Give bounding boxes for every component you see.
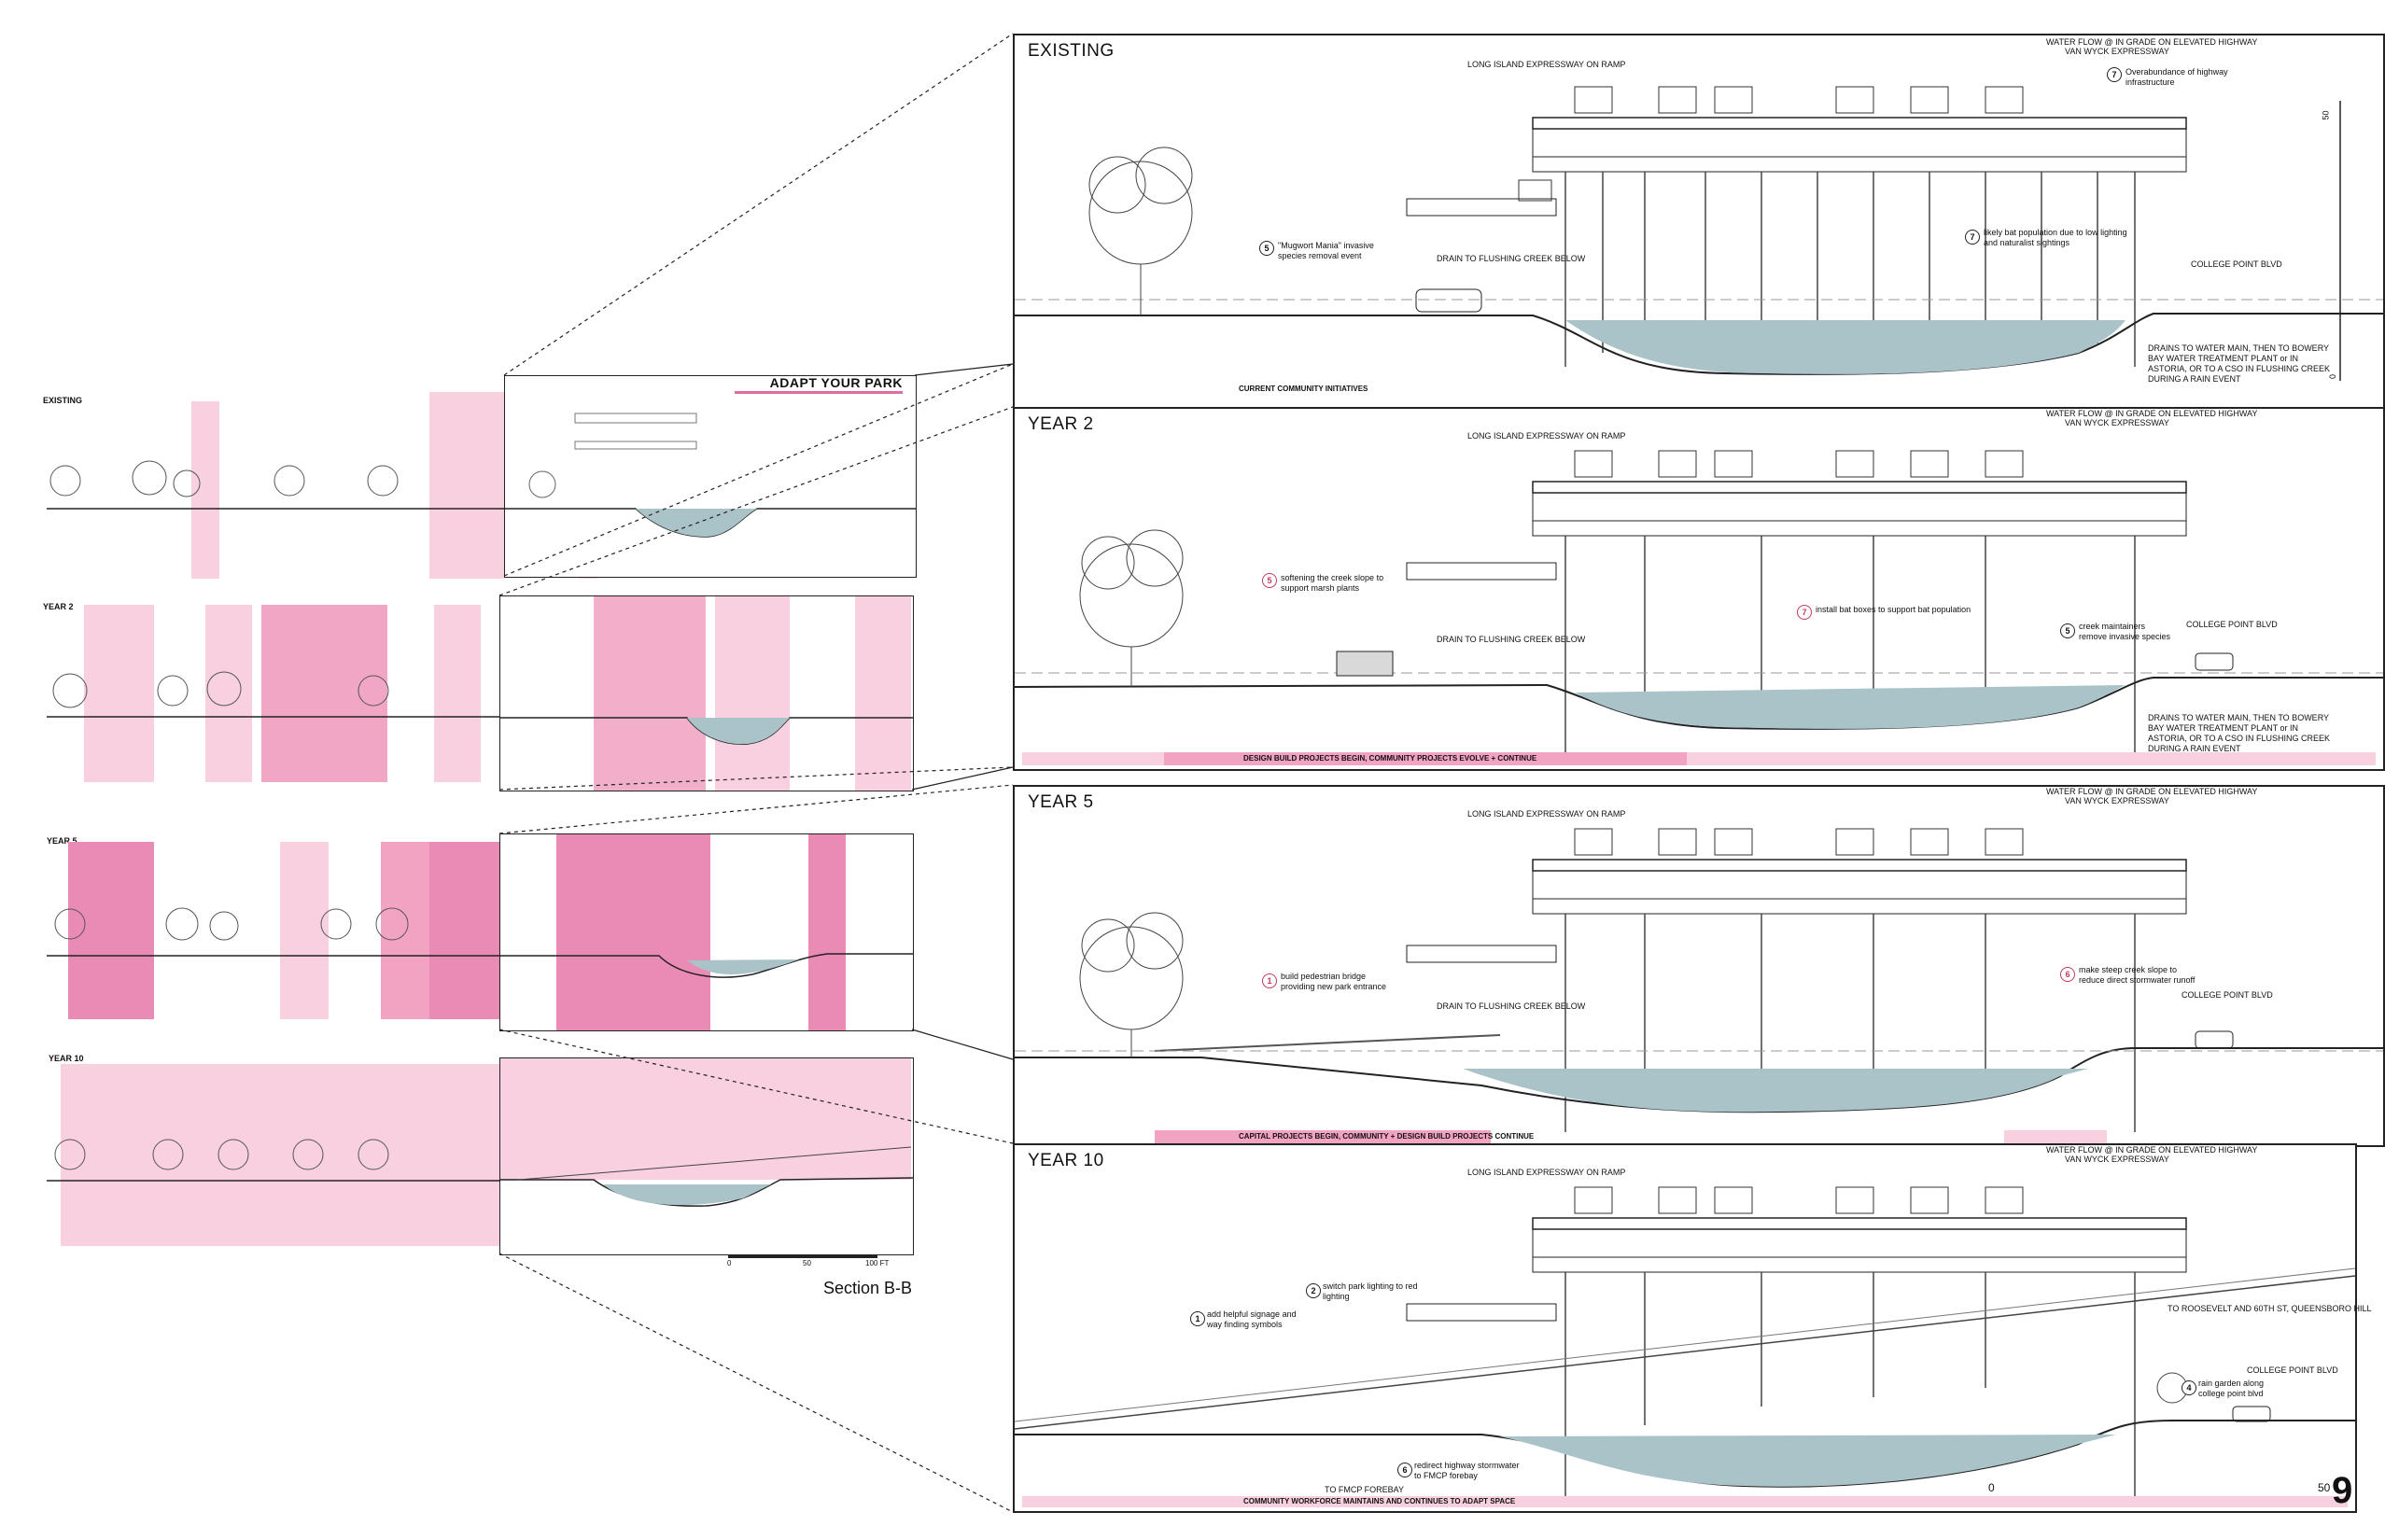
annotation-text: likely bat population due to low lightin… <box>1984 228 2127 247</box>
panel-title: EXISTING <box>1028 41 1115 61</box>
overview-row-label-year5: YEAR 5 <box>47 836 77 846</box>
annotation-number: 2 <box>1306 1283 1321 1298</box>
annotation-text: rain garden along college point blvd <box>2198 1379 2265 1398</box>
section-drawing-year10 <box>1014 1186 2356 1507</box>
annotation-number: 5 <box>1262 573 1277 588</box>
annotation-number: 7 <box>1797 605 1812 620</box>
label-water-flow: WATER FLOW @ IN GRADE ON ELEVATED HIGHWA… <box>2046 409 2258 418</box>
section-drawing-existing <box>1015 86 2383 381</box>
overview-mini-year10 <box>499 1057 914 1255</box>
annotation-number: 4 <box>2182 1380 2196 1395</box>
annotation-number: 6 <box>2060 967 2075 982</box>
panel-existing: EXISTING WATER FLOW @ IN GRADE ON ELEVAT… <box>1013 34 2385 409</box>
label-cpb: COLLEGE POINT BLVD <box>2247 1365 2338 1375</box>
annotation-number: 7 <box>2107 67 2122 82</box>
panel-year10: YEAR 10 WATER FLOW @ IN GRADE ON ELEVATE… <box>1013 1143 2372 1513</box>
timeline-bar-label: COMMUNITY WORKFORCE MAINTAINS AND CONTIN… <box>1243 1497 1516 1505</box>
label-drain: DRAIN TO FLUSHING CREEK BELOW <box>1437 1001 1586 1011</box>
timeline-bar-label: CAPITAL PROJECTS BEGIN, COMMUNITY + DESI… <box>1239 1132 1535 1141</box>
label-lie: LONG ISLAND EXPRESSWAY ON RAMP <box>1467 60 1626 69</box>
annotation-text: install bat boxes to support bat populat… <box>1816 605 1971 614</box>
label-lie: LONG ISLAND EXPRESSWAY ON RAMP <box>1467 809 1626 819</box>
panel-title: YEAR 5 <box>1028 792 1094 812</box>
label-drain: DRAIN TO FLUSHING CREEK BELOW <box>1437 254 1586 263</box>
overview-scale-bar <box>728 1255 877 1258</box>
section-drawing-year2 <box>1014 450 2383 765</box>
label-drain: DRAIN TO FLUSHING CREEK BELOW <box>1437 635 1586 644</box>
label-water-flow: WATER FLOW @ IN GRADE ON ELEVATED HIGHWA… <box>2046 37 2258 47</box>
label-cpb: COLLEGE POINT BLVD <box>2191 259 2282 269</box>
overview-scale-100: 100 FT <box>865 1259 890 1267</box>
overview-row-label-existing: EXISTING <box>43 396 83 405</box>
annotation-number: 7 <box>1965 230 1980 245</box>
annotation-text: redirect highway stormwater to FMCP fore… <box>1414 1461 1520 1480</box>
annotation-text: softening the creek slope to support mar… <box>1281 573 1384 593</box>
overview-scale-0: 0 <box>727 1259 732 1267</box>
section-label: Section B-B <box>823 1279 913 1297</box>
timeline-bar-label: DESIGN BUILD PROJECTS BEGIN, COMMUNITY P… <box>1243 754 1537 763</box>
scale-label-50: 50 <box>2318 1481 2331 1494</box>
label-vwe: VAN WYCK EXPRESSWAY <box>2065 47 2169 56</box>
overview-mini-existing: ADAPT YOUR PARK <box>504 375 917 578</box>
annotation-number: 1 <box>1262 973 1277 988</box>
panel-title: YEAR 10 <box>1028 1151 1104 1170</box>
timeline-bar-label: CURRENT COMMUNITY INITIATIVES <box>1239 385 1368 393</box>
label-to-roosevelt: TO ROOSEVELT AND 60TH ST, QUEENSBORO HIL… <box>2168 1304 2372 1313</box>
overview-scale-50: 50 <box>803 1259 811 1267</box>
label-water-flow: WATER FLOW @ IN GRADE ON ELEVATED HIGHWA… <box>2046 787 2258 796</box>
overview-drawing <box>47 392 597 1246</box>
page-number: 9 <box>2332 1470 2353 1511</box>
adapt-your-park-header: ADAPT YOUR PARK <box>769 375 903 390</box>
label-vwe: VAN WYCK EXPRESSWAY <box>2065 1155 2169 1164</box>
annotation-number: 5 <box>2060 623 2075 638</box>
scale-label-bottom: 0 <box>2328 373 2338 380</box>
annotation-number: 1 <box>1190 1311 1205 1326</box>
overview-row-label-year2: YEAR 2 <box>43 602 74 611</box>
label-drains-to: DRAINS TO WATER MAIN, THEN TO BOWERY BAY… <box>2148 713 2331 753</box>
header-accent-bar <box>735 391 903 394</box>
label-vwe: VAN WYCK EXPRESSWAY <box>2065 796 2169 805</box>
annotation-text: add helpful signage and way finding symb… <box>1207 1309 1297 1329</box>
scale-label-top: 50 <box>2321 110 2331 120</box>
section-drawing-year5 <box>1015 828 2383 1143</box>
label-cpb: COLLEGE POINT BLVD <box>2182 990 2273 1000</box>
panel-year2: YEAR 2 WATER FLOW @ IN GRADE ON ELEVATED… <box>1013 407 2385 771</box>
overview-row-year10 <box>47 1064 504 1246</box>
overview-row-year2 <box>47 605 504 782</box>
label-cpb: COLLEGE POINT BLVD <box>2186 620 2278 629</box>
annotation-number: 5 <box>1259 241 1274 256</box>
annotation-text: "Mugwort Mania" invasive species removal… <box>1278 241 1374 260</box>
overview-row-year5 <box>47 842 504 1019</box>
annotation-number: 6 <box>1397 1463 1412 1477</box>
annotation-text: build pedestrian bridge providing new pa… <box>1281 972 1387 991</box>
label-lie: LONG ISLAND EXPRESSWAY ON RAMP <box>1467 431 1626 441</box>
annotation-text: creek maintainers remove invasive specie… <box>2079 622 2171 641</box>
label-drains-to: DRAINS TO WATER MAIN, THEN TO BOWERY BAY… <box>2148 343 2331 384</box>
label-to-fmcp: TO FMCP FOREBAY <box>1325 1485 1405 1494</box>
label-water-flow: WATER FLOW @ IN GRADE ON ELEVATED HIGHWA… <box>2046 1145 2258 1155</box>
annotation-text: make steep creek slope to reduce direct … <box>2079 965 2196 985</box>
annotation-text: switch park lighting to red lighting <box>1323 1281 1418 1301</box>
scale-label-0: 0 <box>1988 1481 1995 1494</box>
overview-mini-year2 <box>499 595 914 791</box>
panel-title: YEAR 2 <box>1028 414 1094 434</box>
label-vwe: VAN WYCK EXPRESSWAY <box>2065 418 2169 427</box>
annotation-text: Overabundance of highway infrastructure <box>2125 67 2228 87</box>
label-lie: LONG ISLAND EXPRESSWAY ON RAMP <box>1467 1168 1626 1177</box>
panel-year5: YEAR 5 WATER FLOW @ IN GRADE ON ELEVATED… <box>1013 785 2385 1147</box>
overview-row-label-year10: YEAR 10 <box>49 1054 84 1063</box>
overview-mini-year5 <box>499 833 914 1031</box>
